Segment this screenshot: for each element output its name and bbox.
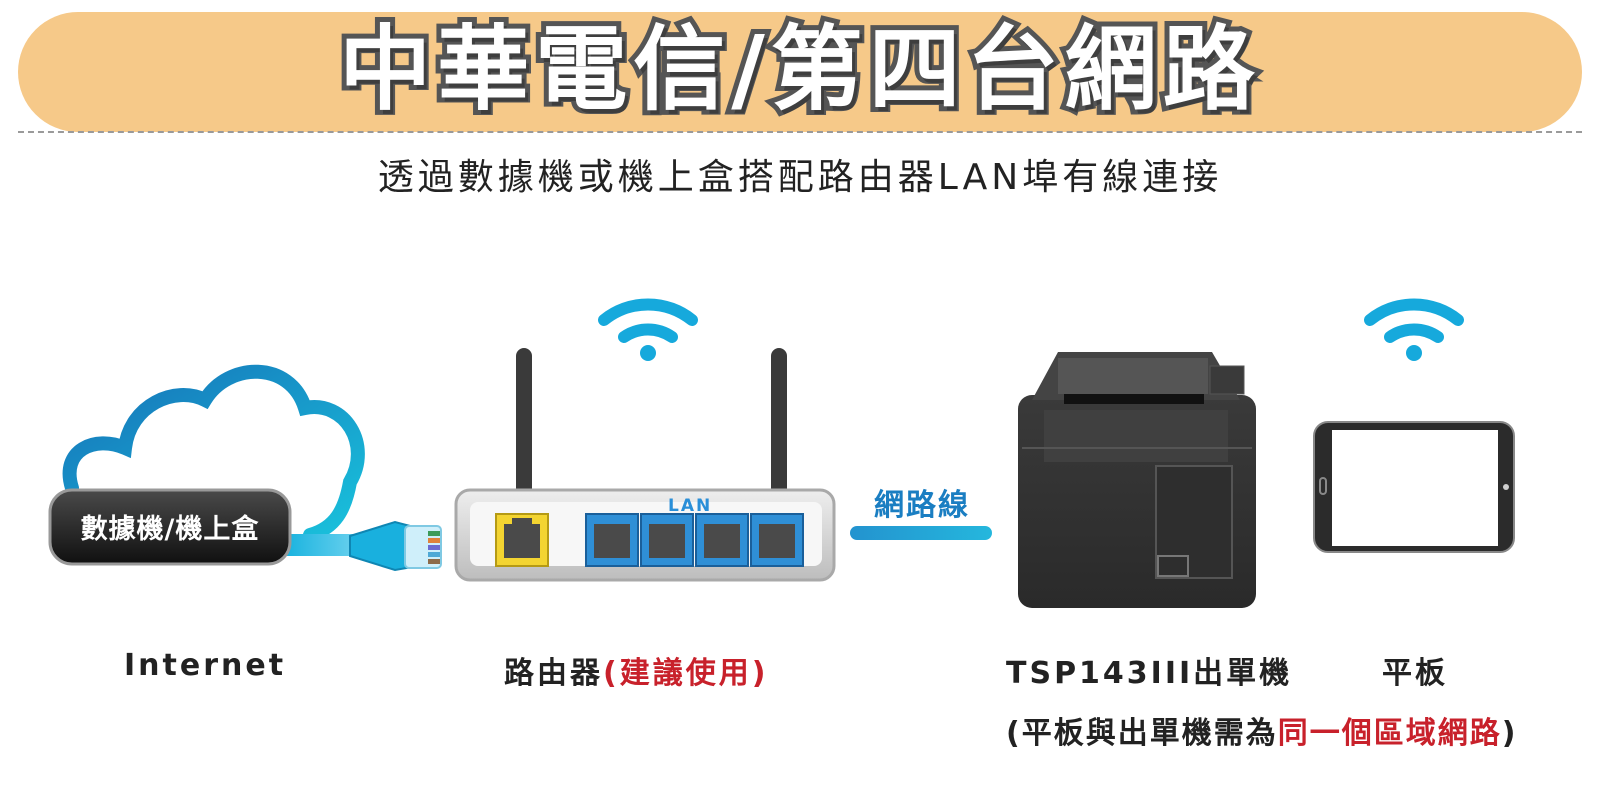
internet-label: Internet (124, 648, 287, 683)
network-note-suffix: ) (1501, 716, 1518, 751)
network-cable (850, 526, 992, 540)
wifi-icon (1364, 298, 1464, 361)
printer-label: TSP143III出單機 (1006, 656, 1293, 691)
lan-port-label: LAN (668, 496, 713, 516)
cloud-icon (62, 364, 365, 542)
wifi-icon (598, 298, 698, 361)
page-subtitle: 透過數據機或機上盒搭配路由器LAN埠有線連接 (377, 157, 1223, 198)
page-title: 中華電信/第四台網路 (334, 11, 1261, 128)
modem-box (48, 488, 292, 566)
title-banner (18, 12, 1582, 132)
modem-label: 數據機/機上盒 (80, 514, 260, 545)
router-icon (454, 348, 836, 582)
tablet-label: 平板 (1382, 656, 1448, 691)
router-caption: 路由器(建議使用) (504, 648, 768, 692)
ethernet-plug-icon (349, 520, 442, 572)
network-note-prefix: (平板與出單機需為 (1006, 716, 1278, 751)
router-label: 路由器 (504, 656, 603, 691)
network-cable-label: 網路線 (874, 488, 970, 523)
tablet-icon (1313, 421, 1515, 553)
router-recommend-note: (建議使用) (603, 656, 769, 691)
ethernet-cable-modem (286, 534, 362, 556)
banner-divider (18, 131, 1582, 133)
printer-icon (1018, 352, 1256, 608)
network-note-highlight: 同一個區域網路 (1277, 716, 1502, 751)
network-note: (平板與出單機需為同一個區域網路) (1006, 708, 1517, 752)
